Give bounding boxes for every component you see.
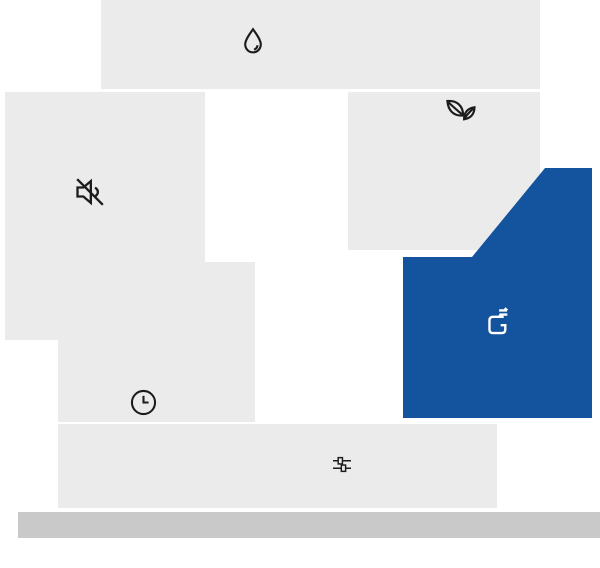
- bottom-bar: [18, 512, 600, 538]
- tile-settings-sliders[interactable]: [58, 424, 497, 508]
- tile-clock[interactable]: [58, 262, 255, 422]
- tile-water-drop[interactable]: [101, 0, 540, 89]
